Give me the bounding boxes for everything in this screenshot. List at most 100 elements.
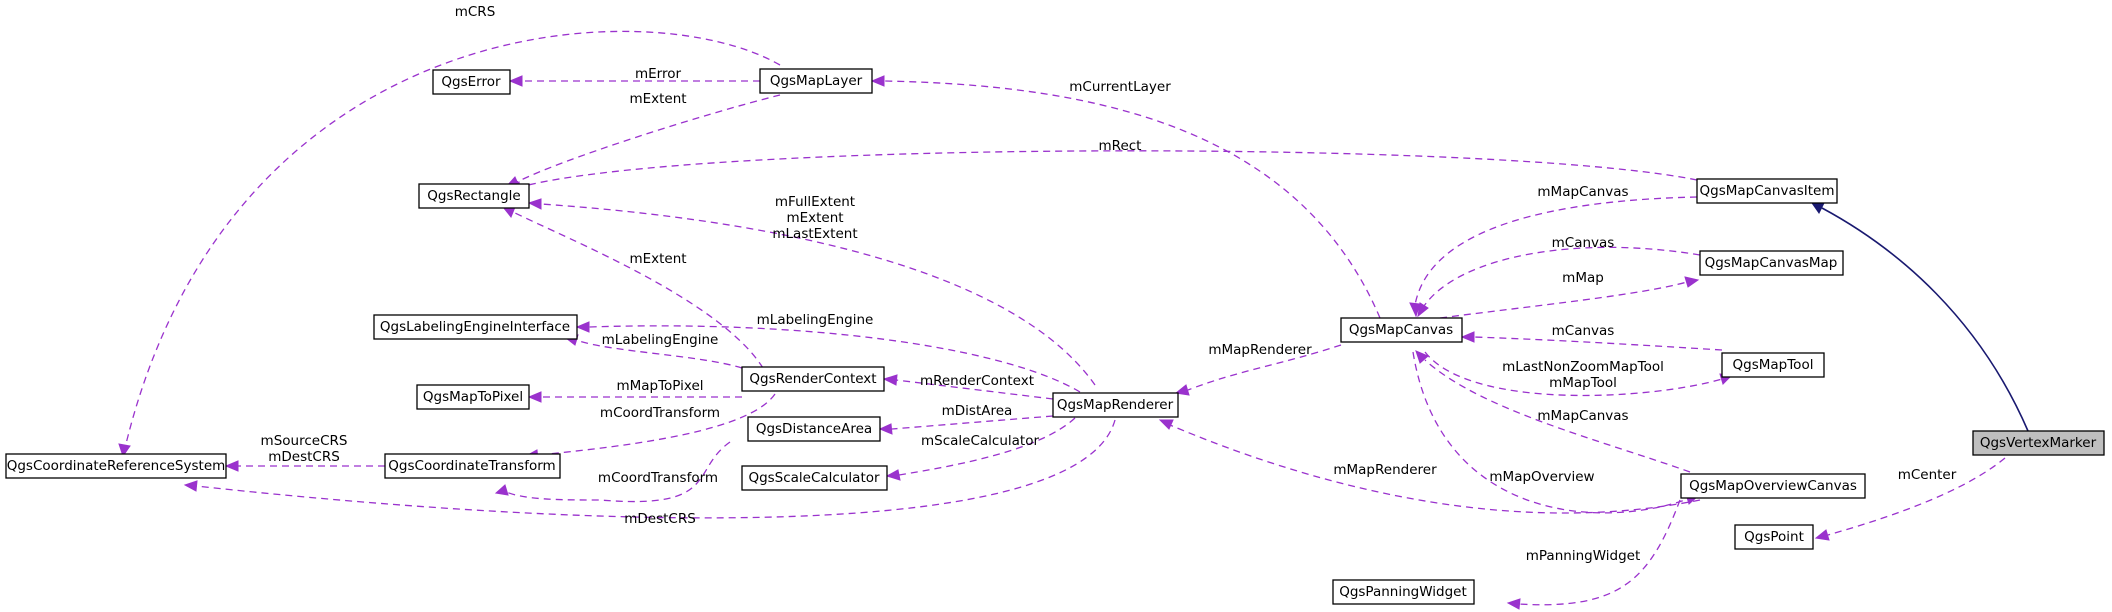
edge-label-mcanvas-tool: mCanvas <box>1552 323 1615 339</box>
svg-text:QgsLabelingEngineInterface: QgsLabelingEngineInterface <box>380 319 570 335</box>
edge-mlabeling-context: mLabelingEngine <box>564 332 743 369</box>
edge-mcoordtransform-context: mCoordTransform <box>524 393 776 461</box>
svg-text:QgsCoordinateReferenceSystem: QgsCoordinateReferenceSystem <box>7 458 226 474</box>
svg-text:QgsCoordinateTransform: QgsCoordinateTransform <box>388 458 555 474</box>
svg-text:QgsDistanceArea: QgsDistanceArea <box>756 421 872 437</box>
edge-mextent-context: mExtent <box>501 206 764 369</box>
node-qgsrendercontext[interactable]: QgsRenderContext <box>741 366 885 392</box>
edge-msourcecrs: mSourceCRS mDestCRS <box>224 433 385 472</box>
node-qgsmapoverviewcanvas[interactable]: QgsMapOverviewCanvas <box>1680 473 1866 499</box>
node-qgspanningwidget[interactable]: QgsPanningWidget <box>1332 579 1475 605</box>
edge-label-mmaptool-2: mMapTool <box>1549 375 1617 391</box>
edge-label-mdistarea: mDistArea <box>942 403 1013 419</box>
node-qgsmaptopixel[interactable]: QgsMapToPixel <box>416 384 530 410</box>
edge-label-mcanvas-map: mCanvas <box>1552 235 1615 251</box>
edge-label-mmapcanvas-item: mMapCanvas <box>1537 184 1628 200</box>
edge-mscalecalculator: mScaleCalculator <box>885 417 1076 481</box>
edge-label-mmapoverview: mMapOverview <box>1489 469 1594 485</box>
edge-label-mlabeling-renderer: mLabelingEngine <box>757 312 874 328</box>
svg-text:QgsPoint: QgsPoint <box>1744 529 1804 545</box>
edge-label-mdestcrs: mDestCRS <box>624 511 696 527</box>
edge-label-mlabeling-context: mLabelingEngine <box>602 332 719 348</box>
node-qgsdistancearea[interactable]: QgsDistanceArea <box>747 416 881 442</box>
edge-label-mfullextent-1: mFullExtent <box>775 194 855 210</box>
node-qgsmaptool[interactable]: QgsMapTool <box>1721 352 1825 378</box>
edge-label-merror: mError <box>635 66 682 82</box>
edge-mcurrentlayer: mCurrentLayer <box>870 75 1381 319</box>
edge-mcanvas-map: mCanvas <box>1417 235 1701 318</box>
nodes: QgsCoordinateReferenceSystem QgsError Qg… <box>5 68 2105 605</box>
node-qgsmapcanvasitem[interactable]: QgsMapCanvasItem <box>1696 178 1838 204</box>
node-qgsmaprenderer[interactable]: QgsMapRenderer <box>1052 392 1179 418</box>
edge-label-mfullextent-2: mExtent <box>786 210 843 226</box>
edge-mrendercontext: mRenderContext <box>882 373 1054 400</box>
svg-text:QgsMapToPixel: QgsMapToPixel <box>423 389 523 405</box>
node-qgsmapcanvasmap[interactable]: QgsMapCanvasMap <box>1699 250 1844 276</box>
node-qgsmapcanvas[interactable]: QgsMapCanvas <box>1340 317 1463 343</box>
edge-inherit-canvasitem <box>1811 202 2029 432</box>
edge-label-mextent-layer: mExtent <box>629 91 686 107</box>
edge-label-msourcecrs-2: mDestCRS <box>268 449 340 465</box>
svg-text:QgsScaleCalculator: QgsScaleCalculator <box>748 470 880 486</box>
node-qgscoordinatereferencesystem[interactable]: QgsCoordinateReferenceSystem <box>5 453 227 479</box>
svg-text:QgsMapCanvasMap: QgsMapCanvasMap <box>1705 255 1838 271</box>
edge-label-mmaprenderer-canvas: mMapRenderer <box>1208 342 1312 358</box>
edge-mmapcanvas-overview: mMapCanvas <box>1415 350 1691 473</box>
node-qgslabelingengineinterface[interactable]: QgsLabelingEngineInterface <box>373 314 578 340</box>
edge-label-mrect: mRect <box>1099 138 1142 154</box>
edge-label-mcoordtransform-distance: mCoordTransform <box>598 470 718 486</box>
edge-label-mcoordtransform-context: mCoordTransform <box>600 405 720 421</box>
svg-text:QgsMapOverviewCanvas: QgsMapOverviewCanvas <box>1689 478 1857 494</box>
edge-label-mfullextent-3: mLastExtent <box>772 226 857 242</box>
svg-text:QgsMapLayer: QgsMapLayer <box>770 73 863 89</box>
svg-text:QgsMapTool: QgsMapTool <box>1733 357 1814 373</box>
node-qgsmaplayer[interactable]: QgsMapLayer <box>759 68 873 94</box>
edge-mextent-layer: mExtent <box>504 91 781 188</box>
edge-mcrs: mCRS <box>118 4 781 458</box>
edge-merror: mError <box>508 66 760 87</box>
edge-mdestcrs: mDestCRS <box>183 419 1116 527</box>
node-qgsscalecalculator[interactable]: QgsScaleCalculator <box>741 465 888 491</box>
edge-label-mextent-context: mExtent <box>629 251 686 267</box>
edge-label-msourcecrs-1: mSourceCRS <box>261 433 348 449</box>
node-qgspoint[interactable]: QgsPoint <box>1734 524 1814 550</box>
edge-label-mmapcanvas-overview: mMapCanvas <box>1537 408 1628 424</box>
edge-label-mmaptopixel: mMapToPixel <box>616 378 703 394</box>
edge-label-mscalecalculator: mScaleCalculator <box>921 433 1039 449</box>
svg-text:QgsMapCanvasItem: QgsMapCanvasItem <box>1700 183 1835 199</box>
edge-label-mmaptool-1: mLastNonZoomMapTool <box>1502 359 1664 375</box>
edge-mmaptopixel: mMapToPixel <box>527 378 742 403</box>
edge-mmaptool: mLastNonZoomMapTool mMapTool <box>1424 351 1734 397</box>
edge-mcoordtransform-distance: mCoordTransform <box>494 441 731 503</box>
edge-mrect: mRect <box>506 138 1698 193</box>
edge-label-mmap: mMap <box>1562 270 1604 286</box>
edge-mmap: mMap <box>1439 270 1700 319</box>
node-qgsrectangle[interactable]: QgsRectangle <box>418 183 530 209</box>
svg-text:QgsRenderContext: QgsRenderContext <box>749 371 876 387</box>
edge-label-mcrs: mCRS <box>455 4 496 20</box>
edge-label-mrendercontext: mRenderContext <box>920 373 1034 389</box>
edge-mcenter: mCenter <box>1814 457 2006 541</box>
node-qgscoordinatetransform[interactable]: QgsCoordinateTransform <box>384 453 561 479</box>
svg-text:QgsMapCanvas: QgsMapCanvas <box>1349 322 1453 338</box>
edge-mmaprenderer-overview: mMapRenderer <box>1158 419 1701 514</box>
edge-label-mcenter: mCenter <box>1898 467 1957 483</box>
svg-text:QgsVertexMarker: QgsVertexMarker <box>1980 435 2097 451</box>
edge-mlabeling-renderer: mLabelingEngine <box>575 312 1081 393</box>
edges: mCRS mError mExtent mCurrentLayer mRect <box>118 4 2029 610</box>
edge-mmaprenderer-canvas: mMapRenderer <box>1174 342 1342 396</box>
svg-text:QgsError: QgsError <box>441 74 501 90</box>
edge-label-mpanningwidget: mPanningWidget <box>1526 548 1641 564</box>
edge-mcanvas-tool: mCanvas <box>1460 323 1723 351</box>
edge-mfullextent: mFullExtent mExtent mLastExtent <box>527 194 1096 386</box>
edge-mmapcanvas-item: mMapCanvas <box>1409 184 1698 318</box>
edge-label-mmaprenderer-overview: mMapRenderer <box>1333 462 1437 478</box>
node-qgserror[interactable]: QgsError <box>432 69 511 95</box>
node-qgsvertexmarker[interactable]: QgsVertexMarker <box>1972 430 2105 456</box>
edge-mpanningwidget: mPanningWidget <box>1506 499 1681 610</box>
svg-text:QgsRectangle: QgsRectangle <box>427 188 520 204</box>
edge-label-mcurrentlayer: mCurrentLayer <box>1069 79 1171 95</box>
edge-mdistarea: mDistArea <box>878 403 1054 435</box>
svg-text:QgsPanningWidget: QgsPanningWidget <box>1339 584 1467 600</box>
